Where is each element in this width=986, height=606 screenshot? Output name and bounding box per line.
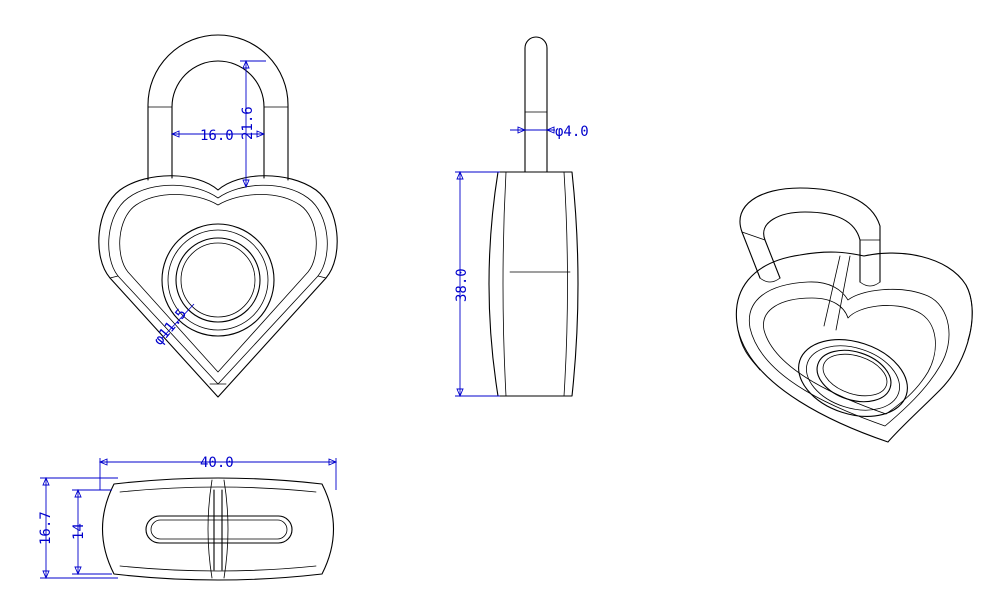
iso-shackle bbox=[739, 187, 881, 331]
side-body-height-label: 38.0 bbox=[454, 268, 470, 302]
iso-keyhole bbox=[798, 339, 908, 417]
bottom-slot bbox=[145, 489, 293, 571]
iso-heart-body bbox=[735, 251, 973, 443]
front-view: 16.0 21.6 φ11.5 bbox=[98, 34, 338, 398]
bottom-overall-width-label: 40.0 bbox=[200, 455, 234, 471]
side-dimension-lines bbox=[455, 126, 555, 398]
isometric-view bbox=[735, 187, 973, 443]
front-keyhole-diameter-label: φ11.5 bbox=[151, 306, 190, 349]
front-shackle-width-label: 16.0 bbox=[200, 128, 234, 144]
bottom-thickness-label: 16.7 bbox=[38, 511, 54, 545]
bottom-body bbox=[101, 477, 335, 581]
front-heart-body bbox=[98, 175, 338, 398]
side-shackle bbox=[524, 36, 548, 173]
front-shackle bbox=[147, 34, 289, 181]
bottom-dimension-lines bbox=[40, 458, 338, 580]
bottom-body-thickness-label: 14 bbox=[71, 523, 87, 540]
side-shackle-diameter-label: φ4.0 bbox=[555, 124, 589, 140]
front-shackle-height-label: 21.6 bbox=[240, 106, 256, 140]
front-keyhole bbox=[161, 223, 275, 337]
front-dimension-lines bbox=[161, 59, 266, 339]
side-view: φ4.0 38.0 bbox=[454, 36, 589, 398]
bottom-view: 40.0 16.7 14 bbox=[38, 455, 338, 581]
side-body bbox=[488, 171, 579, 397]
